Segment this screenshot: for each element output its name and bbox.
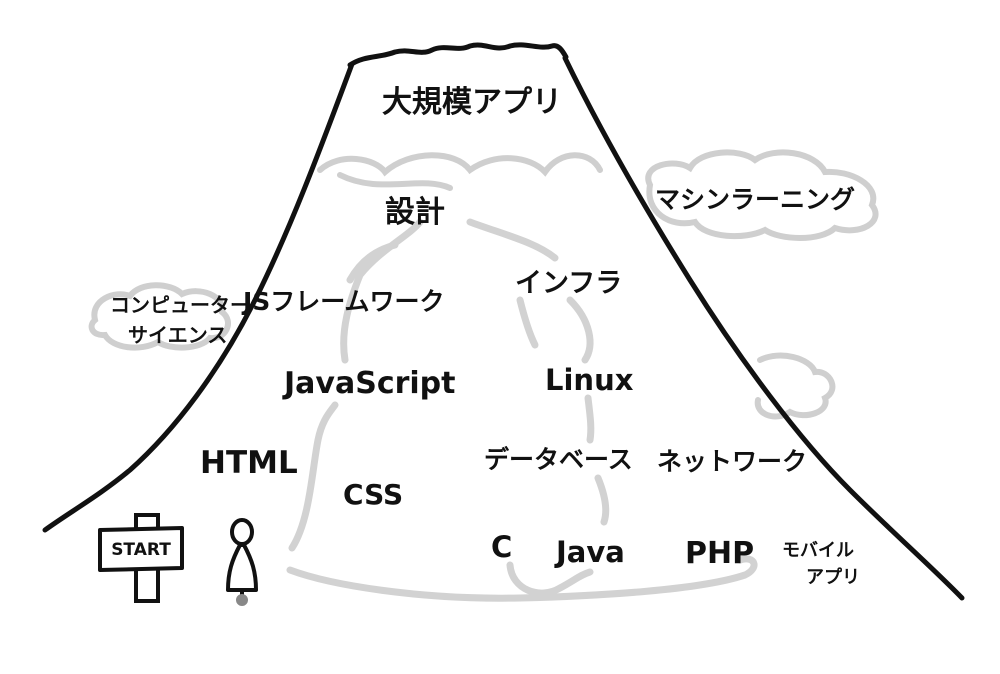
label-php: PHP [685, 536, 754, 571]
label-javascript: JavaScript [282, 366, 456, 401]
label-network: ネットワーク [657, 447, 807, 476]
path-html-base [292, 405, 335, 548]
mountain-summit-edge [350, 45, 566, 65]
person-foot [238, 596, 246, 604]
path-linux-db [588, 398, 591, 440]
path-infra-side [520, 300, 535, 345]
signpost-icon: START [100, 515, 182, 601]
label-summit: 大規模アプリ [382, 85, 562, 120]
label-css: CSS [343, 478, 403, 511]
label-mobile-line2: アプリ [806, 566, 860, 588]
label-c: C [491, 530, 512, 564]
label-html: HTML [200, 445, 298, 481]
label-infra: インフラ [515, 268, 622, 299]
path-infra-linux [570, 300, 590, 360]
person-body [228, 545, 256, 590]
label-design: 設計 [385, 195, 445, 230]
mountain-outline [45, 45, 962, 598]
mountain-right-slope [565, 58, 962, 598]
person-head [232, 520, 252, 544]
label-cs-line1: コンピューター [110, 293, 250, 317]
path-design-infra [470, 222, 555, 258]
cloud-lower-right [758, 356, 833, 417]
label-linux: Linux [545, 363, 634, 397]
sign-start-label: START [111, 540, 171, 560]
label-cs-line2: サイエンス [128, 323, 227, 347]
label-js-framework: JSフレームワーク [241, 287, 445, 316]
label-database: データベース [484, 445, 633, 474]
person-icon [228, 520, 256, 604]
label-machine-learning: マシンラーニング [655, 185, 855, 214]
cloud-mid [320, 155, 600, 188]
label-java: Java [554, 535, 625, 569]
label-mobile-line1: モバイル [782, 540, 854, 561]
path-c-java [510, 565, 590, 593]
path-db-java [598, 478, 606, 522]
